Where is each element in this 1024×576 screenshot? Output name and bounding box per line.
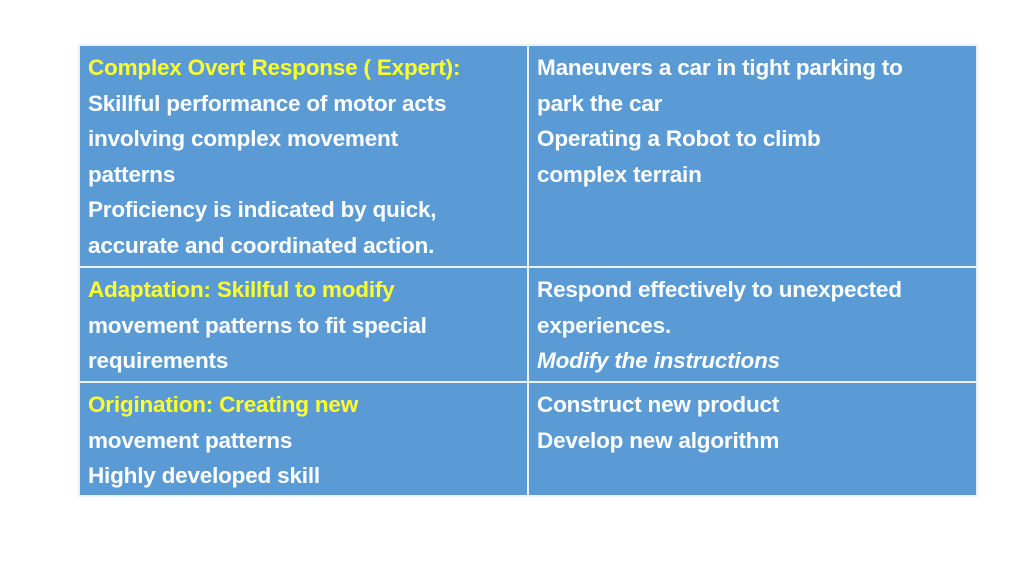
level-heading: Complex Overt Response ( Expert): bbox=[88, 55, 461, 80]
example-line: Maneuvers a car in tight parking to bbox=[537, 55, 903, 80]
example-line: experiences. bbox=[537, 312, 671, 338]
table-row-origination: Origination: Creating new movement patte… bbox=[77, 381, 978, 497]
description-line: movement patterns to fit special bbox=[88, 312, 427, 338]
description-line: Highly developed skill bbox=[88, 463, 320, 488]
description-line: Skillful performance of motor acts bbox=[88, 90, 447, 116]
level-heading: Origination: Creating new bbox=[88, 392, 359, 417]
description-line: patterns bbox=[88, 161, 176, 187]
example-line-italic: Modify the instructions bbox=[537, 348, 780, 373]
description-line: movement patterns bbox=[88, 427, 293, 453]
level-heading: Adaptation: Skillful to modify bbox=[88, 277, 395, 302]
table-row-adaptation: Adaptation: Skillful to modify movement … bbox=[77, 266, 978, 383]
level-description-cell: Origination: Creating new movement patte… bbox=[77, 381, 530, 497]
description-line: accurate and coordinated action. bbox=[88, 232, 435, 258]
example-cell: Construct new product Develop new algori… bbox=[527, 381, 978, 497]
description-line: Proficiency is indicated by quick, bbox=[88, 197, 437, 222]
table-row-complex-overt-response: Complex Overt Response ( Expert): Skillf… bbox=[77, 44, 978, 268]
level-description-cell: Adaptation: Skillful to modify movement … bbox=[77, 266, 530, 383]
description-line: requirements bbox=[88, 348, 229, 373]
psychomotor-levels-table: Complex Overt Response ( Expert): Skillf… bbox=[77, 44, 978, 497]
example-line: Construct new product bbox=[537, 392, 780, 417]
example-cell: Maneuvers a car in tight parking to park… bbox=[527, 44, 978, 268]
level-description-cell: Complex Overt Response ( Expert): Skillf… bbox=[77, 44, 530, 268]
description-line: involving complex movement bbox=[88, 126, 398, 151]
example-cell: Respond effectively to unexpected experi… bbox=[527, 266, 978, 383]
example-line: Respond effectively to unexpected bbox=[537, 277, 902, 302]
example-line: park the car bbox=[537, 90, 663, 116]
example-line: complex terrain bbox=[537, 161, 702, 187]
example-line: Operating a Robot to climb bbox=[537, 126, 821, 151]
example-line: Develop new algorithm bbox=[537, 427, 780, 453]
